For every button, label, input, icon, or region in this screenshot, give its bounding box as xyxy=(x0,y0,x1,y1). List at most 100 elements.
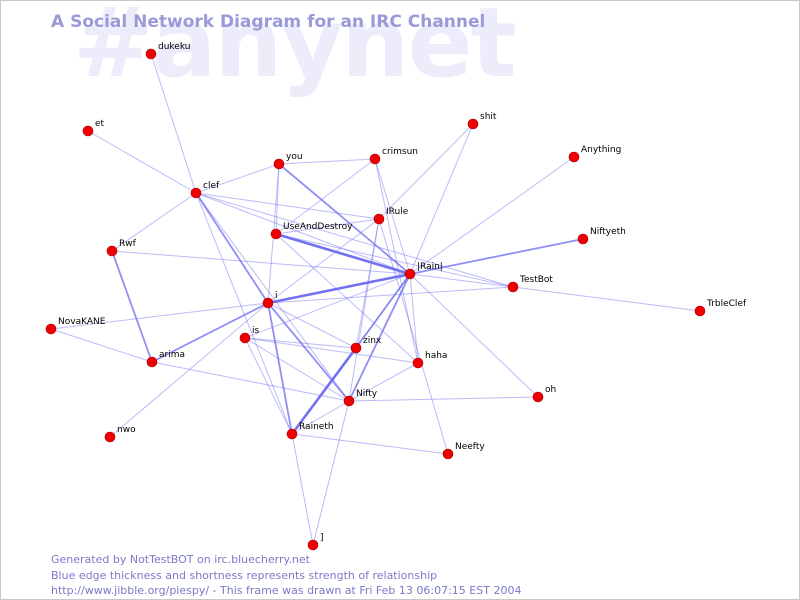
node-neefty: Neefty xyxy=(442,442,485,460)
edge-rain-nifty xyxy=(348,273,411,402)
node-you: you xyxy=(273,152,303,170)
edge-rain-testbot xyxy=(409,273,514,288)
node-dot-useanddestroy xyxy=(270,228,282,240)
node-dot-shit xyxy=(467,118,479,130)
edge-i-nifty xyxy=(267,302,350,402)
edge-zinx-raineth xyxy=(290,347,358,435)
node-dot-zinx xyxy=(350,342,362,354)
edge-i-arima xyxy=(151,302,269,363)
edge-shit-rain xyxy=(409,123,474,275)
node-zinx: zinx xyxy=(350,336,382,354)
node-clef: clef xyxy=(190,181,220,199)
node-label-anything: Anything xyxy=(581,145,621,155)
edge-is-haha xyxy=(244,337,419,364)
node-label-bracket: ] xyxy=(320,533,324,543)
edge-rain-zinx xyxy=(355,273,411,349)
node-label-trbleclef: TrbleClef xyxy=(706,299,747,309)
edge-clef-nifty xyxy=(195,192,350,402)
edge-you-useanddestroy xyxy=(275,163,280,235)
edge-rain-oh xyxy=(409,273,539,398)
node-nifty: Nifty xyxy=(343,389,378,407)
node-dot-i xyxy=(262,297,274,309)
node-dot-et xyxy=(82,125,94,137)
node-label-rain: |Rain| xyxy=(417,262,443,272)
edge-testbot-trbleclef xyxy=(512,286,701,312)
node-dot-haha xyxy=(412,357,424,369)
node-label-you: you xyxy=(286,152,303,162)
edge-rain-haha xyxy=(409,273,419,364)
node-dot-irule xyxy=(373,213,385,225)
node-label-zinx: zinx xyxy=(363,336,382,346)
edge-dukeku-clef xyxy=(150,53,197,194)
node-shit: shit xyxy=(467,112,497,130)
edge-useanddestroy-rain xyxy=(275,232,411,276)
node-i: i xyxy=(262,291,278,309)
node-dot-trbleclef xyxy=(694,305,706,317)
node-label-dukeku: dukeku xyxy=(158,42,190,52)
footer-legend-note: Blue edge thickness and shortness repres… xyxy=(51,569,438,582)
node-label-oh: oh xyxy=(545,385,556,395)
edge-nifty-raineth xyxy=(291,400,350,435)
node-anything: Anything xyxy=(568,145,621,163)
node-rwf: Rwf xyxy=(106,239,137,257)
node-bracket: ] xyxy=(307,533,324,551)
node-dot-oh xyxy=(532,391,544,403)
node-arima: arima xyxy=(146,350,185,368)
node-dot-dukeku xyxy=(145,48,157,60)
node-crimsun: crimsun xyxy=(369,147,418,165)
node-label-is: is xyxy=(252,326,260,336)
edge-rwf-rain xyxy=(111,250,411,275)
edge-irule-neefty xyxy=(378,218,449,455)
node-dot-nifty xyxy=(343,395,355,407)
edge-arima-nifty xyxy=(151,361,350,402)
node-novakane: NovaKANE xyxy=(45,317,106,335)
node-label-nwo: nwo xyxy=(117,425,136,435)
edge-anything-rain xyxy=(409,156,575,275)
node-dot-novakane xyxy=(45,323,57,335)
edge-clef-rain xyxy=(195,192,411,275)
node-label-et: et xyxy=(95,119,105,129)
node-label-clef: clef xyxy=(203,181,220,191)
edge-irule-useanddestroy xyxy=(275,218,380,235)
node-label-raineth: Raineth xyxy=(299,422,334,432)
node-label-haha: haha xyxy=(425,351,447,361)
node-dot-crimsun xyxy=(369,153,381,165)
edge-crimsun-useanddestroy xyxy=(275,158,376,235)
node-testbot: TestBot xyxy=(507,275,553,293)
edge-crimsun-rain xyxy=(374,158,411,275)
node-useanddestroy: UseAndDestroy xyxy=(270,222,353,240)
footer-generated-by: Generated by NotTestBOT on irc.bluecherr… xyxy=(51,553,310,566)
node-dukeku: dukeku xyxy=(145,42,190,60)
edge-clef-testbot xyxy=(195,192,514,288)
edge-i-nwo xyxy=(109,302,269,438)
node-dot-rain xyxy=(404,268,416,280)
node-dot-neefty xyxy=(442,448,454,460)
node-label-arima: arima xyxy=(159,350,185,360)
edge-layer xyxy=(50,53,701,546)
edge-you-crimsun xyxy=(278,158,376,165)
node-is: is xyxy=(239,326,260,344)
edge-i-zinx xyxy=(267,302,357,349)
edge-shit-irule xyxy=(378,123,474,220)
node-et: et xyxy=(82,119,105,137)
edge-et-clef xyxy=(87,130,197,194)
node-dot-you xyxy=(273,158,285,170)
node-label-rwf: Rwf xyxy=(119,239,137,249)
node-haha: haha xyxy=(412,351,447,369)
edge-clef-raineth xyxy=(195,192,293,435)
node-trbleclef: TrbleClef xyxy=(694,299,747,317)
edge-you-rain xyxy=(278,163,411,275)
footer-url-timestamp: http://www.jibble.org/piespy/ - This fra… xyxy=(51,584,522,597)
edge-rwf-arima xyxy=(111,250,153,363)
edge-is-zinx xyxy=(244,337,357,349)
node-label-nifty: Nifty xyxy=(356,389,378,399)
edge-clef-i xyxy=(195,192,269,304)
edge-crimsun-haha xyxy=(374,158,419,364)
edge-irule-i xyxy=(267,218,380,304)
edge-useanddestroy-haha xyxy=(275,233,419,364)
edge-clef-irule xyxy=(195,192,380,220)
node-dot-anything xyxy=(568,151,580,163)
diagram-title: A Social Network Diagram for an IRC Chan… xyxy=(51,12,486,32)
